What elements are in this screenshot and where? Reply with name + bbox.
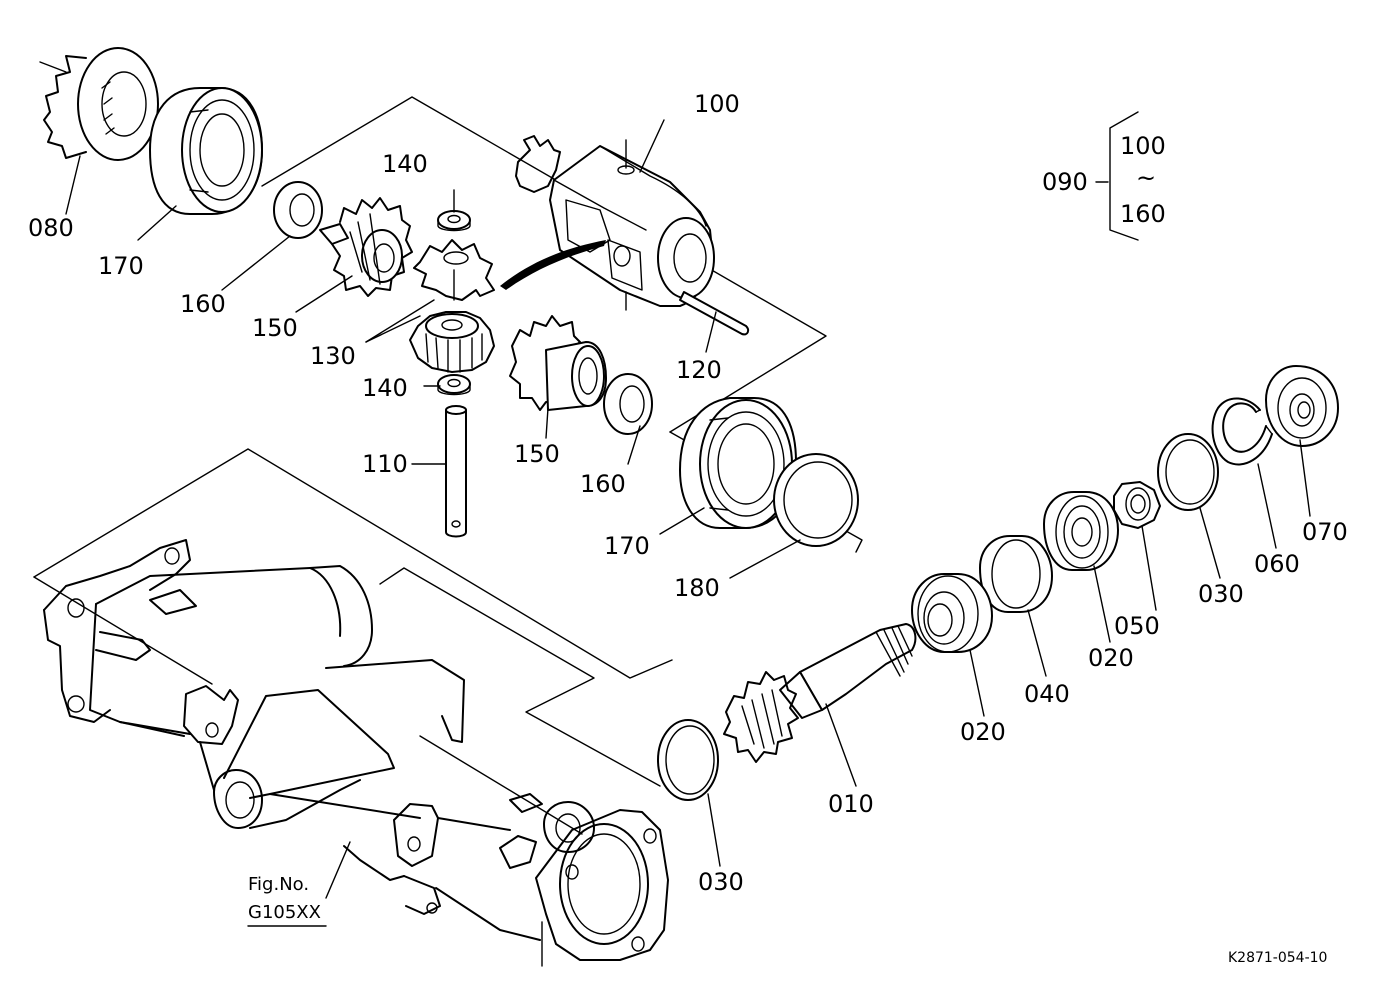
part-140-washer-lower bbox=[437, 374, 471, 396]
label-030-right: 030 bbox=[1198, 580, 1244, 608]
label-170-lower: 170 bbox=[604, 532, 650, 560]
group-range-end: 160 bbox=[1120, 200, 1166, 228]
part-140-washer-upper bbox=[437, 210, 471, 232]
drawing-code: K2871-054-10 bbox=[1228, 950, 1327, 966]
group-range-start: 100 bbox=[1120, 132, 1166, 160]
part-labels: 080 170 160 150 130 140 140 110 150 160 … bbox=[28, 90, 1348, 896]
label-020-left: 020 bbox=[960, 718, 1006, 746]
label-180: 180 bbox=[674, 574, 720, 602]
assembly-group-090: 090 100 ~ 160 bbox=[1042, 111, 1166, 241]
part-150-bevel-gear-lower bbox=[509, 315, 607, 411]
part-170-bearing-lower bbox=[679, 397, 797, 529]
group-range-tilde: ~ bbox=[1136, 164, 1156, 192]
part-130-pinion-lower bbox=[409, 311, 495, 373]
part-030-ring-right bbox=[1157, 433, 1219, 511]
part-020-bearing-right bbox=[1043, 491, 1119, 571]
label-060: 060 bbox=[1254, 550, 1300, 578]
label-100: 100 bbox=[694, 90, 740, 118]
figure-ref-line1: Fig.No. bbox=[248, 874, 309, 895]
part-120-spring-pin bbox=[679, 291, 750, 336]
label-120: 120 bbox=[676, 356, 722, 384]
part-160-washer-lower bbox=[603, 373, 653, 435]
part-150-bevel-gear-upper bbox=[319, 197, 413, 297]
part-100-differential-case bbox=[500, 135, 715, 311]
part-170-bearing-upper bbox=[149, 87, 263, 215]
part-010-pinion-shaft bbox=[723, 623, 917, 763]
label-160-upper: 160 bbox=[180, 290, 226, 318]
label-140-lower: 140 bbox=[362, 374, 408, 402]
part-030-ring-left bbox=[657, 719, 719, 801]
label-070: 070 bbox=[1302, 518, 1348, 546]
label-160-lower: 160 bbox=[580, 470, 626, 498]
part-050-lock-nut bbox=[1113, 481, 1161, 529]
part-060-snap-ring bbox=[1211, 397, 1273, 466]
figure-ref-line2: G105XX bbox=[248, 902, 321, 923]
label-020-right: 020 bbox=[1088, 644, 1134, 672]
label-030-left: 030 bbox=[698, 868, 744, 896]
label-050: 050 bbox=[1114, 612, 1160, 640]
label-090: 090 bbox=[1042, 168, 1088, 196]
part-040-collar bbox=[979, 535, 1053, 613]
label-080: 080 bbox=[28, 214, 74, 242]
label-130: 130 bbox=[310, 342, 356, 370]
part-130-pinion-upper bbox=[413, 239, 495, 301]
label-040: 040 bbox=[1024, 680, 1070, 708]
part-070-oil-seal bbox=[1265, 365, 1339, 447]
label-010: 010 bbox=[828, 790, 874, 818]
part-110-pinion-shaft bbox=[445, 405, 467, 538]
axle-housing-reference bbox=[43, 539, 669, 967]
part-020-bearing-left bbox=[911, 573, 993, 653]
leader-lines bbox=[65, 119, 1311, 927]
label-170-upper: 170 bbox=[98, 252, 144, 280]
part-180-shim bbox=[773, 453, 859, 547]
label-140-upper: 140 bbox=[382, 150, 428, 178]
part-160-washer-upper bbox=[273, 181, 323, 239]
label-150-lower: 150 bbox=[514, 440, 560, 468]
figure-reference: Fig.No. G105XX bbox=[248, 874, 321, 923]
label-110: 110 bbox=[362, 450, 408, 478]
part-080-spline-coupling bbox=[39, 47, 159, 161]
label-150-upper: 150 bbox=[252, 314, 298, 342]
